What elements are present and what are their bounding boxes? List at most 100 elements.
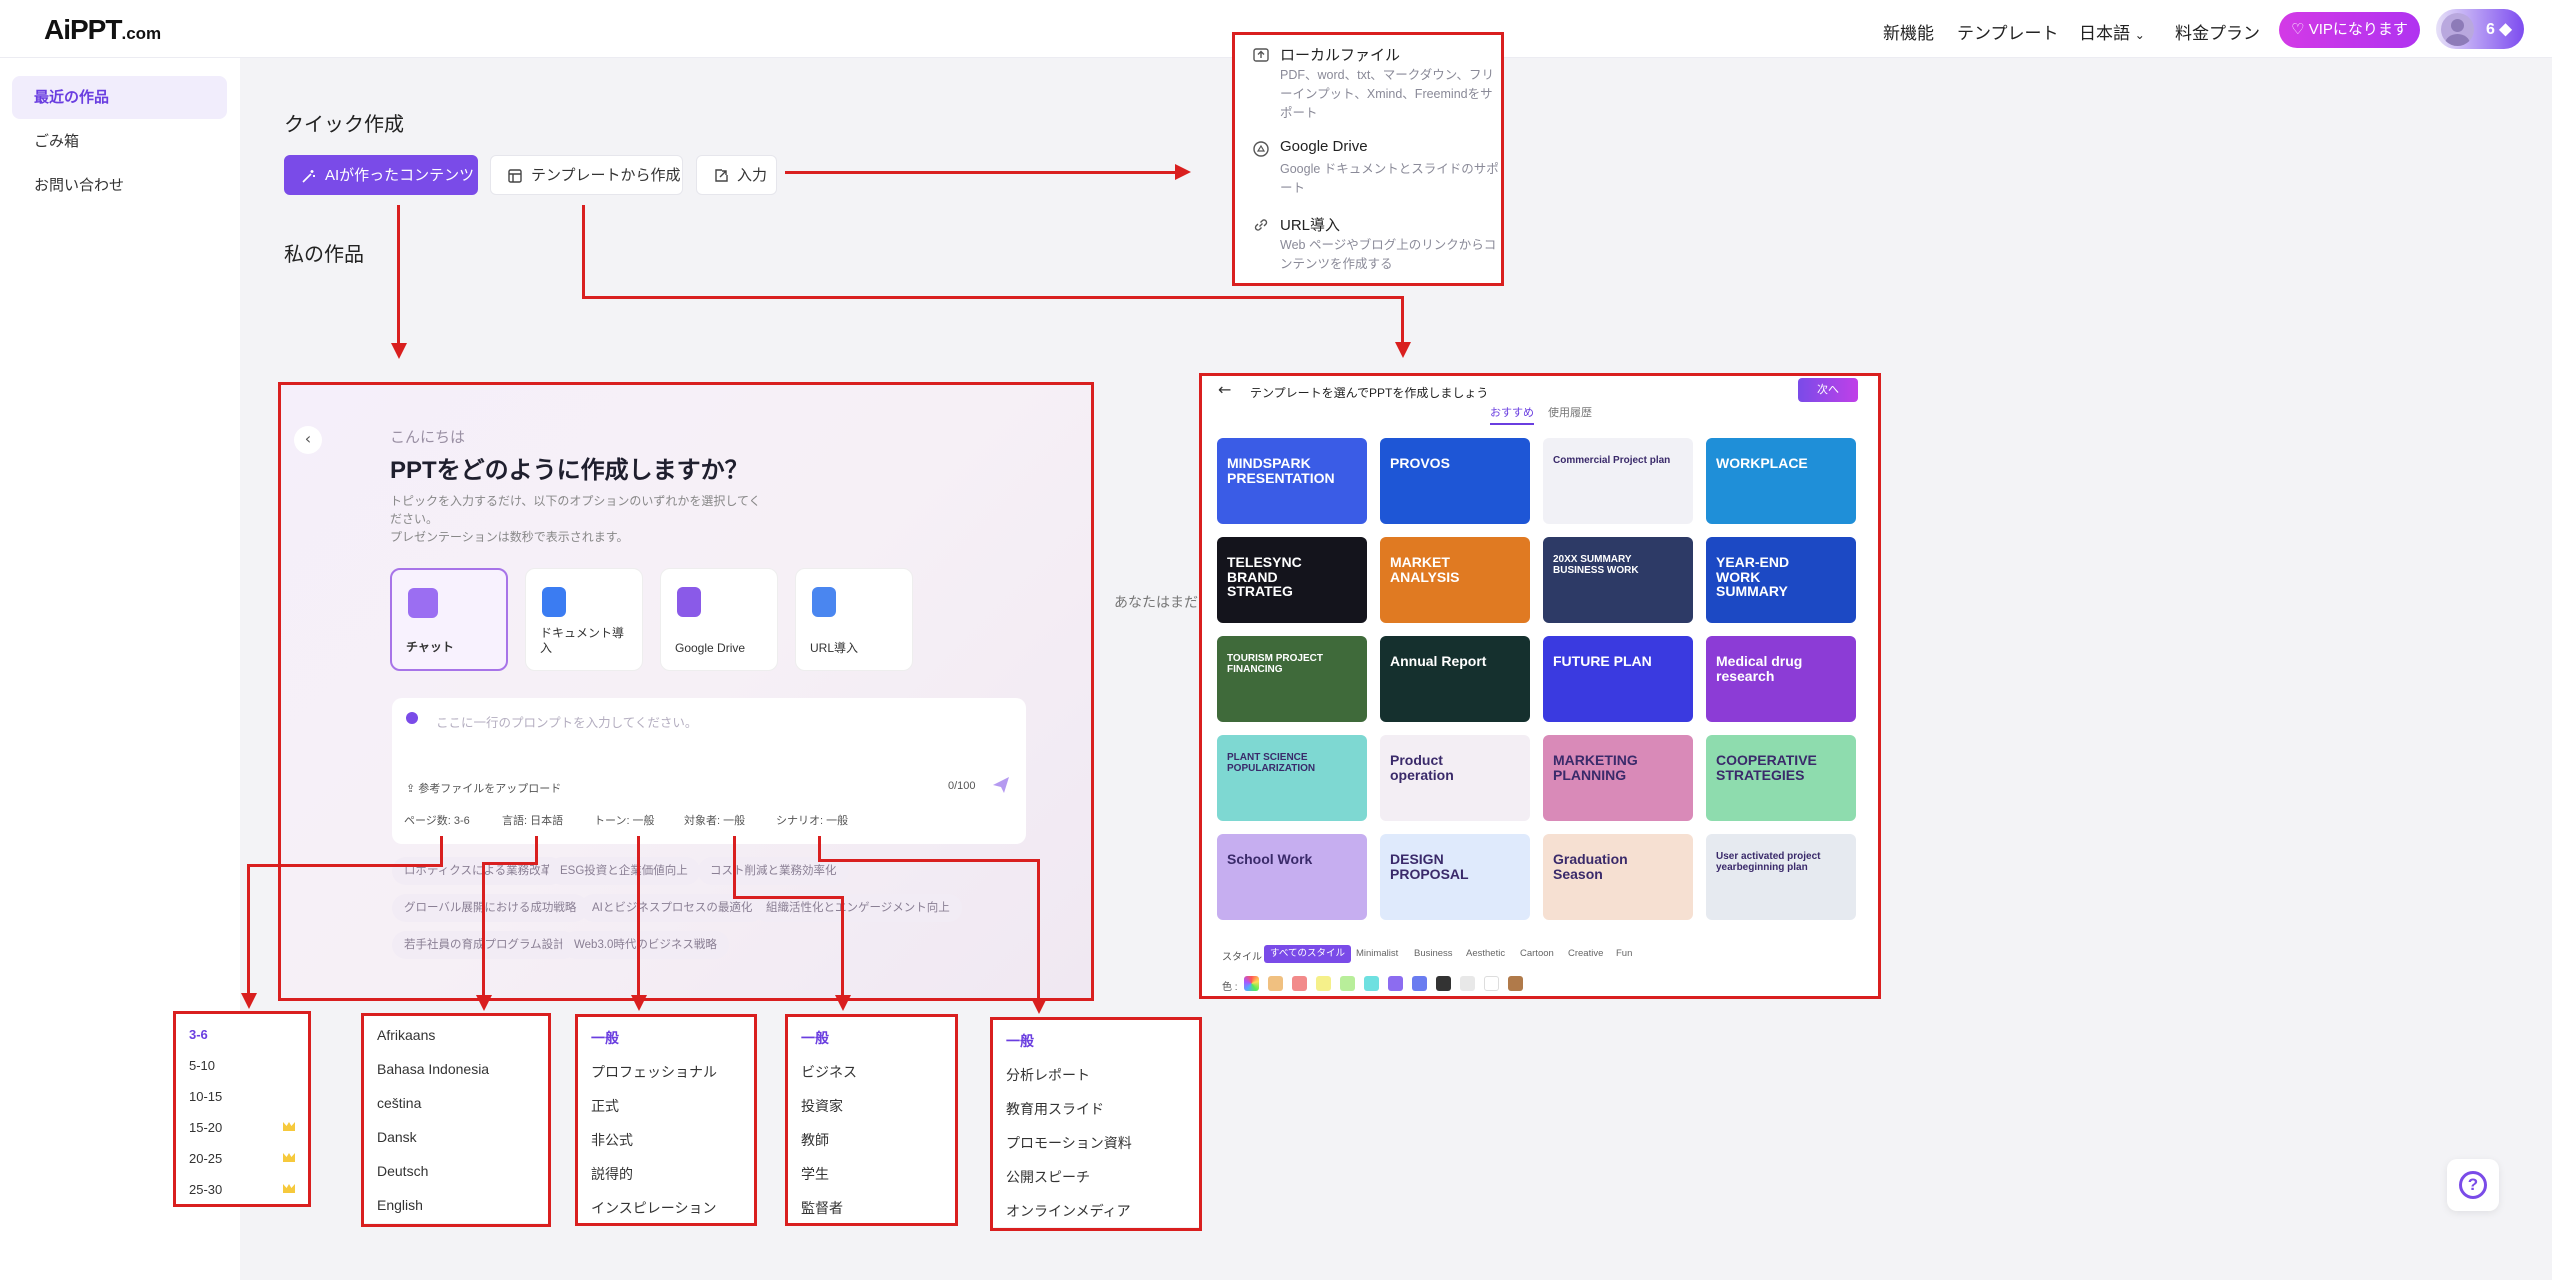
color-swatch[interactable] bbox=[1484, 976, 1499, 991]
color-swatch[interactable] bbox=[1268, 976, 1283, 991]
template-thumbnail[interactable]: TELESYNC BRAND STRATEG bbox=[1217, 537, 1367, 623]
pages-option[interactable]: ページ数: 3-6 bbox=[404, 815, 470, 827]
template-thumbnail[interactable]: TOURISM PROJECT FINANCING bbox=[1217, 636, 1367, 722]
template-thumbnail[interactable]: MARKET ANALYSIS bbox=[1380, 537, 1530, 623]
mode-google-drive[interactable]: Google Drive bbox=[660, 568, 778, 671]
template-thumbnail[interactable]: DESIGN PROPOSAL bbox=[1380, 834, 1530, 920]
url-import-option[interactable]: URL導入 bbox=[1280, 217, 1341, 234]
nav-language[interactable]: 日本語 ⌄ bbox=[2079, 19, 2145, 44]
suggestion-chip[interactable]: グローバル展開における成功戦略 bbox=[392, 894, 589, 922]
pages-option-item[interactable]: 25-30 bbox=[189, 1182, 223, 1197]
local-file-option[interactable]: ローカルファイル bbox=[1280, 47, 1401, 64]
color-swatch[interactable] bbox=[1364, 976, 1379, 991]
audience-option-item[interactable]: 一般 bbox=[801, 1030, 829, 1046]
template-thumbnail[interactable]: Medical drug research bbox=[1706, 636, 1856, 722]
audience-option-item[interactable]: ビジネス bbox=[801, 1064, 857, 1080]
color-swatch[interactable] bbox=[1508, 976, 1523, 991]
tab-recommended[interactable]: おすすめ bbox=[1490, 404, 1534, 425]
tone-option-item[interactable]: 一般 bbox=[591, 1030, 619, 1046]
logo[interactable]: AiPPT.com bbox=[44, 14, 161, 46]
language-option-item[interactable]: English bbox=[377, 1197, 423, 1213]
import-button[interactable]: 入力 bbox=[696, 155, 777, 195]
mode-document[interactable]: ドキュメント導入 bbox=[525, 568, 643, 671]
template-thumbnail[interactable]: Commercial Project plan bbox=[1543, 438, 1693, 524]
scenario-option-item[interactable]: 教育用スライド bbox=[1006, 1101, 1104, 1117]
template-thumbnail[interactable]: Product operation bbox=[1380, 735, 1530, 821]
pages-option-item[interactable]: 10-15 bbox=[189, 1089, 223, 1104]
sidebar-item-recent[interactable]: 最近の作品 bbox=[12, 76, 227, 119]
style-filter[interactable]: Minimalist bbox=[1356, 948, 1399, 959]
tone-option-item[interactable]: プロフェッショナル bbox=[591, 1064, 717, 1080]
color-swatch[interactable] bbox=[1340, 976, 1355, 991]
back-arrow-icon[interactable]: ‹ bbox=[294, 426, 322, 454]
style-filter[interactable]: Fun bbox=[1616, 948, 1633, 959]
pages-option-item[interactable]: 15-20 bbox=[189, 1120, 223, 1135]
from-template-button[interactable]: テンプレートから作成 bbox=[490, 155, 683, 195]
color-swatch[interactable] bbox=[1292, 976, 1307, 991]
pages-option-item[interactable]: 3-6 bbox=[189, 1027, 208, 1042]
sidebar-item-contact[interactable]: お問い合わせ bbox=[34, 177, 125, 194]
suggestion-chip[interactable]: ESG投資と企業価値向上 bbox=[548, 857, 700, 885]
template-thumbnail[interactable]: 20XX SUMMARY BUSINESS WORK bbox=[1543, 537, 1693, 623]
avatar[interactable] bbox=[2441, 13, 2474, 46]
ai-content-button[interactable]: AIが作ったコンテンツ bbox=[284, 155, 478, 195]
audience-option-item[interactable]: 投資家 bbox=[801, 1098, 843, 1114]
google-drive-option[interactable]: Google Drive bbox=[1280, 138, 1368, 155]
template-thumbnail[interactable]: YEAR-END WORK SUMMARY bbox=[1706, 537, 1856, 623]
style-filter-all[interactable]: すべてのスタイル bbox=[1264, 945, 1351, 963]
tone-option-item[interactable]: 説得的 bbox=[591, 1166, 633, 1182]
template-thumbnail[interactable]: COOPERATIVE STRATEGIES bbox=[1706, 735, 1856, 821]
template-thumbnail[interactable]: MINDSPARK PRESENTATION bbox=[1217, 438, 1367, 524]
audience-option-item[interactable]: 学生 bbox=[801, 1166, 829, 1182]
style-filter[interactable]: Aesthetic bbox=[1466, 948, 1506, 959]
scenario-option-item[interactable]: 一般 bbox=[1006, 1033, 1034, 1049]
scenario-option-item[interactable]: オンラインメディア bbox=[1006, 1203, 1131, 1219]
template-thumbnail[interactable]: School Work bbox=[1217, 834, 1367, 920]
sidebar-item-trash[interactable]: ごみ箱 bbox=[34, 133, 80, 150]
language-option-item[interactable]: Deutsch bbox=[377, 1163, 429, 1179]
help-button[interactable]: ? bbox=[2447, 1159, 2499, 1211]
vip-button[interactable]: ♡ VIPになります bbox=[2279, 12, 2420, 48]
pages-option-item[interactable]: 5-10 bbox=[189, 1058, 216, 1073]
pages-option-item[interactable]: 20-25 bbox=[189, 1151, 223, 1166]
scenario-option-item[interactable]: プロモーション資料 bbox=[1006, 1135, 1132, 1151]
template-thumbnail[interactable]: Annual Report bbox=[1380, 636, 1530, 722]
suggestion-chip[interactable]: Web3.0時代のビジネス戦略 bbox=[562, 931, 729, 959]
template-thumbnail[interactable]: WORKPLACE bbox=[1706, 438, 1856, 524]
prompt-input[interactable]: ここに一行のプロンプトを入力してください。 bbox=[436, 716, 698, 730]
language-option-item[interactable]: Bahasa Indonesia bbox=[377, 1061, 490, 1077]
color-swatch[interactable] bbox=[1388, 976, 1403, 991]
language-option-item[interactable]: Afrikaans bbox=[377, 1027, 436, 1043]
mode-url[interactable]: URL導入 bbox=[795, 568, 913, 671]
send-icon[interactable] bbox=[990, 774, 1012, 796]
language-option-item[interactable]: cеština bbox=[377, 1095, 422, 1111]
audience-option-item[interactable]: 教師 bbox=[801, 1132, 829, 1148]
color-swatch[interactable] bbox=[1460, 976, 1475, 991]
template-thumbnail[interactable]: User activated project yearbeginning pla… bbox=[1706, 834, 1856, 920]
tab-history[interactable]: 使用履歴 bbox=[1548, 407, 1592, 419]
color-swatch-all[interactable] bbox=[1244, 976, 1259, 991]
style-filter[interactable]: Creative bbox=[1568, 948, 1604, 959]
style-filter[interactable]: Cartoon bbox=[1520, 948, 1554, 959]
template-thumbnail[interactable]: PLANT SCIENCE POPULARIZATION bbox=[1217, 735, 1367, 821]
style-filter[interactable]: Business bbox=[1414, 948, 1453, 959]
suggestion-chip[interactable]: ロボティクスによる業務改革 bbox=[392, 857, 565, 885]
scenario-option-item[interactable]: 公開スピーチ bbox=[1006, 1169, 1090, 1185]
color-swatch[interactable] bbox=[1412, 976, 1427, 991]
suggestion-chip[interactable]: AIとビジネスプロセスの最適化 bbox=[580, 894, 765, 922]
upload-reference-button[interactable]: ⇪ 参考ファイルをアップロード bbox=[406, 780, 561, 796]
nav-new-features[interactable]: 新機能 bbox=[1883, 24, 1934, 43]
template-thumbnail[interactable]: MARKETING PLANNING bbox=[1543, 735, 1693, 821]
language-option[interactable]: 言語: 日本語 bbox=[502, 815, 564, 827]
color-swatch[interactable] bbox=[1436, 976, 1451, 991]
scenario-option[interactable]: シナリオ: 一般 bbox=[776, 815, 849, 827]
template-thumbnail[interactable]: PROVOS bbox=[1380, 438, 1530, 524]
language-option-item[interactable]: Dansk bbox=[377, 1129, 417, 1145]
tone-option-item[interactable]: インスピレーション bbox=[591, 1200, 717, 1216]
audience-option[interactable]: 対象者: 一般 bbox=[684, 815, 746, 827]
color-swatch[interactable] bbox=[1316, 976, 1331, 991]
template-thumbnail[interactable]: FUTURE PLAN bbox=[1543, 636, 1693, 722]
tone-option[interactable]: トーン: 一般 bbox=[594, 815, 655, 827]
next-button[interactable]: 次へ bbox=[1798, 378, 1858, 402]
scenario-option-item[interactable]: 分析レポート bbox=[1006, 1067, 1090, 1083]
